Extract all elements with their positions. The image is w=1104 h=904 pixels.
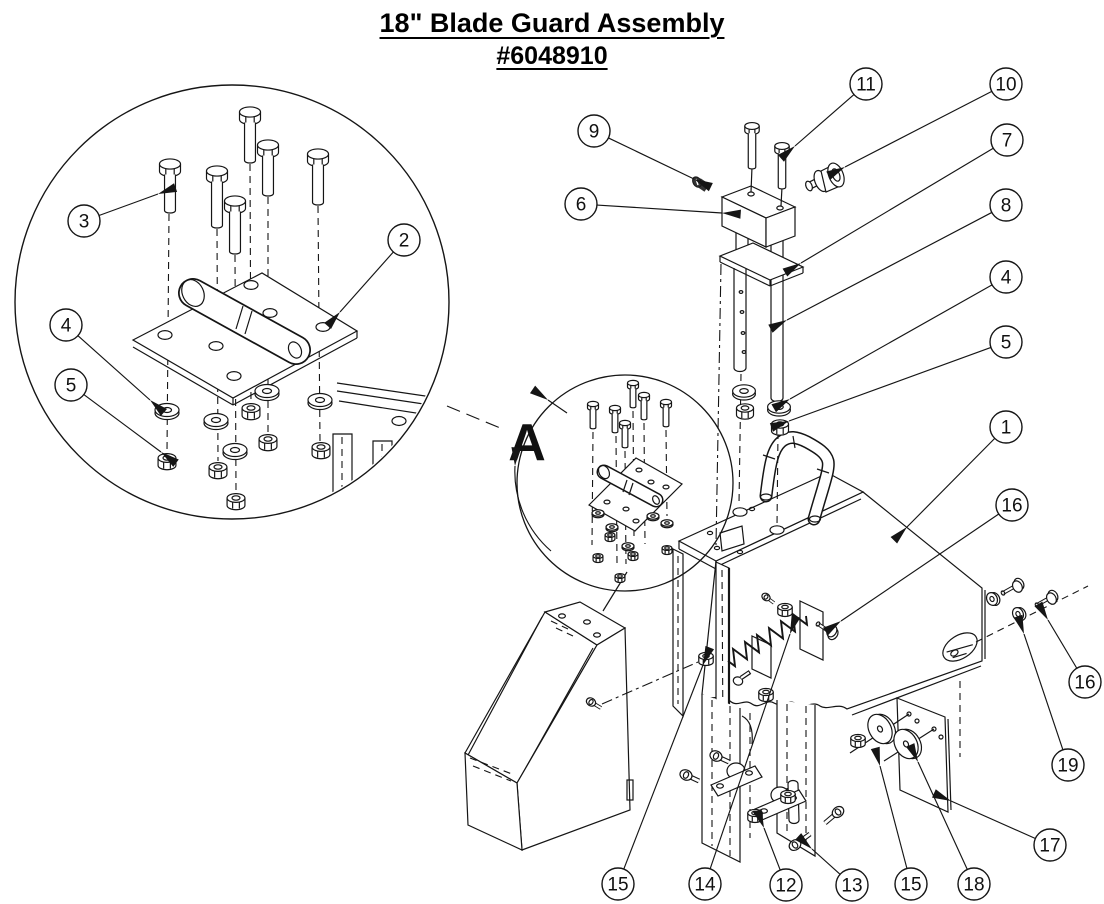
- svg-text:10: 10: [995, 75, 1016, 96]
- hinge-large: [131, 272, 359, 406]
- callout-2: 2: [324, 223, 421, 330]
- svg-text:15: 15: [607, 875, 628, 896]
- callout-8: 8: [768, 188, 1023, 333]
- callout-16: 16: [822, 488, 1029, 636]
- set-screw: [692, 176, 710, 192]
- spring-anchor-bolt: [732, 676, 744, 686]
- callout-18: 18: [906, 743, 991, 901]
- callout-11: 11: [777, 67, 883, 162]
- callout-3: 3: [67, 183, 178, 238]
- detail-a-label: A: [508, 414, 546, 472]
- svg-text:19: 19: [1057, 756, 1078, 777]
- callout-10: 10: [826, 67, 1023, 180]
- detail-circle-outline: [14, 84, 450, 520]
- svg-text:1: 1: [1001, 418, 1012, 439]
- detail-circle-small: [516, 374, 734, 592]
- title-block: 18" Blade Guard Assembly #6048910: [0, 8, 1104, 71]
- guard-slot: [942, 632, 978, 662]
- svg-text:2: 2: [399, 231, 410, 252]
- svg-text:7: 7: [1002, 131, 1013, 152]
- svg-text:6: 6: [576, 195, 587, 216]
- svg-text:17: 17: [1039, 836, 1060, 857]
- svg-text:4: 4: [1001, 268, 1012, 289]
- blade-guard-body: [672, 431, 986, 863]
- callout-4: 4: [49, 308, 168, 416]
- guard-handle: [759, 431, 835, 526]
- svg-text:14: 14: [694, 875, 716, 896]
- callout-5: 5: [54, 368, 179, 467]
- wear-plate-group: [849, 697, 952, 813]
- guard-mounting-bars: [672, 548, 731, 751]
- svg-text:4: 4: [61, 316, 72, 337]
- callouts-layer: 3 2 4 5 9 6 11 10 7 8 4 5 1 16 16 19 17 18 15 13 12 14 15: [49, 67, 1102, 902]
- svg-text:13: 13: [841, 876, 862, 897]
- lock-knob: [805, 162, 845, 193]
- callout-15: 15: [870, 746, 928, 901]
- guide-plate: [718, 242, 805, 287]
- side-cover: [464, 571, 699, 851]
- svg-text:12: 12: [775, 876, 796, 897]
- detail-circle-a-enlarged: [14, 84, 450, 520]
- callout-1: 1: [890, 410, 1023, 544]
- right-fasteners: [975, 577, 1089, 643]
- callout-4: 4: [771, 260, 1023, 413]
- svg-text:18: 18: [963, 875, 984, 896]
- callout-12: 12: [752, 808, 803, 902]
- svg-text:11: 11: [856, 75, 876, 96]
- svg-text:16: 16: [1074, 673, 1095, 694]
- svg-text:5: 5: [66, 376, 77, 397]
- guide-rod-left: [733, 268, 747, 373]
- callout-17: 17: [932, 789, 1067, 862]
- callout-13: 13: [795, 833, 869, 902]
- callout-15: 15: [601, 645, 715, 901]
- svg-text:9: 9: [589, 122, 600, 143]
- callout-7: 7: [782, 123, 1024, 277]
- svg-text:3: 3: [79, 212, 90, 233]
- svg-text:16: 16: [1001, 496, 1022, 517]
- callout-9: 9: [577, 114, 713, 192]
- svg-text:8: 8: [1001, 196, 1012, 217]
- callout-5: 5: [769, 325, 1023, 432]
- diagram-title: 18" Blade Guard Assembly: [379, 8, 725, 38]
- diagram-part-number: #6048910: [496, 42, 608, 70]
- callout-16: 16: [1034, 601, 1102, 699]
- svg-text:5: 5: [1001, 333, 1012, 354]
- svg-text:15: 15: [900, 875, 921, 896]
- callout-14: 14: [688, 614, 801, 901]
- hinge-small: [588, 457, 683, 532]
- callout-6: 6: [564, 187, 741, 221]
- callout-19: 19: [1013, 614, 1085, 782]
- wear-plate: [896, 697, 949, 813]
- guard-lower-panel: [701, 681, 961, 863]
- detail-a-label-group: A: [446, 385, 568, 552]
- clamp-block: [720, 185, 797, 248]
- guard-corner-detail: [332, 382, 447, 517]
